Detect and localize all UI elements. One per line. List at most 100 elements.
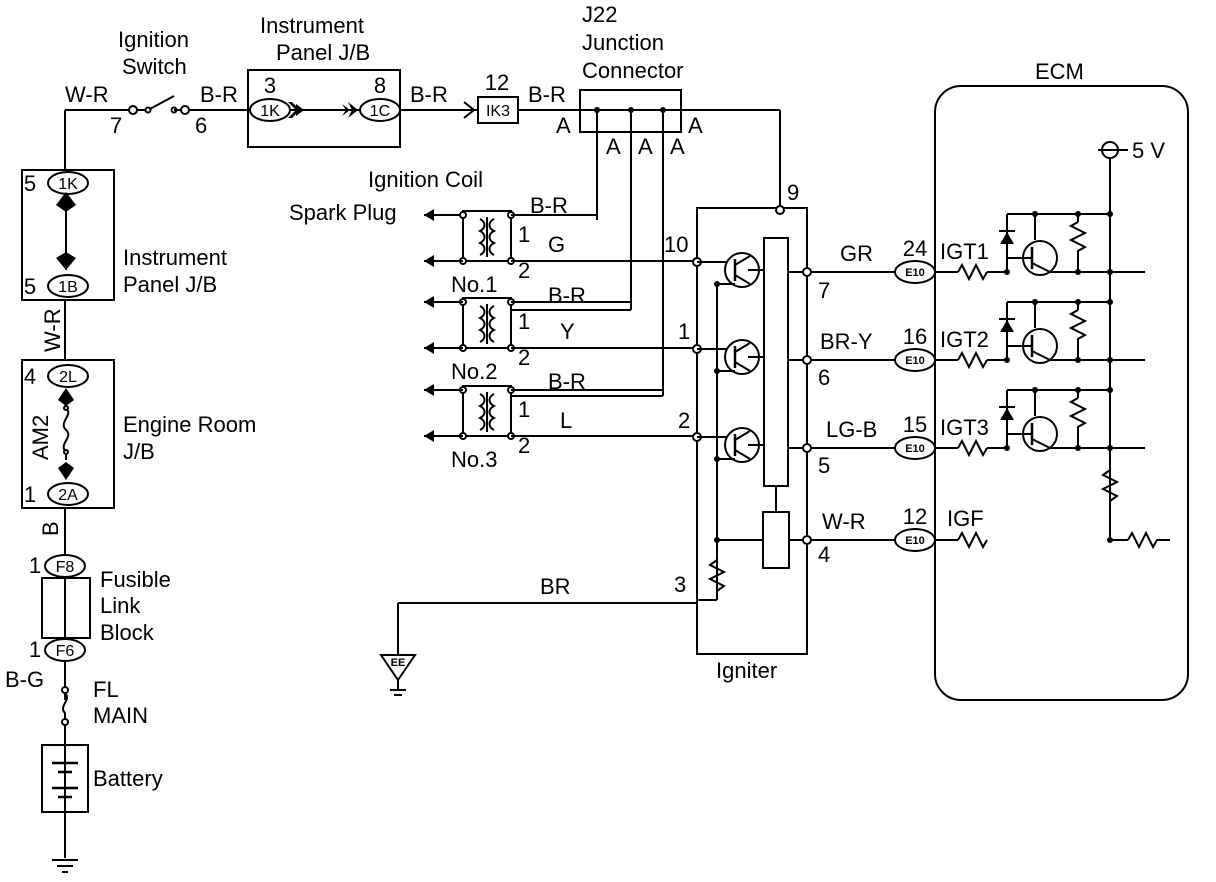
pin-6-switch: 6: [195, 113, 207, 138]
pin-8-ip: 8: [374, 73, 386, 98]
ignition-switch-terminal-7: [128, 105, 138, 115]
pin-1-f6: 1: [29, 637, 41, 662]
ecm-input-resistor-icon: [957, 350, 988, 370]
ecm-pin-number: 12: [903, 504, 927, 529]
pin-5-top: 5: [24, 171, 36, 196]
wire-br-a-label: B-R: [200, 82, 238, 107]
connector-f6-label: F6: [56, 643, 75, 660]
coil-secondary-icon: [488, 218, 497, 256]
arrow-up-icon: [56, 192, 76, 212]
ignition-coil-label: Ignition Coil: [368, 167, 483, 192]
ignition-switch-contact-icon: [147, 95, 175, 111]
igf-pullup-resistor-icon: [1100, 469, 1120, 502]
pin-5-bottom: 5: [24, 274, 36, 299]
j22-line2: Junction: [582, 30, 664, 55]
ecm-input-resistor-icon: [957, 262, 988, 282]
coil-pin-2: 2: [518, 433, 530, 458]
ecm-pin-number: 16: [903, 324, 927, 349]
fl-main-line2: MAIN: [93, 703, 148, 728]
coil-number-label: No.1: [451, 272, 497, 297]
wire-br-coil1-label: B-R: [530, 193, 568, 218]
pin-9-ig: 9: [787, 180, 799, 205]
connector-arrow-right-icon: [342, 102, 358, 118]
coil-pin-1: 1: [518, 309, 530, 334]
ignition-coil-3: 1 2No.3: [424, 384, 697, 472]
coil-number-label: No.2: [451, 359, 497, 384]
fusible-line2: Link: [100, 593, 141, 618]
wire-br-coil2-label: B-R: [548, 283, 586, 308]
ecm-label: ECM: [1035, 59, 1084, 84]
ipjb-top-line1: Instrument: [260, 13, 364, 38]
connector-1k-top-label: 1K: [260, 103, 280, 120]
pin-1-er: 1: [24, 482, 36, 507]
diode-icon: [1000, 232, 1014, 244]
wire-g-label: G: [548, 232, 565, 257]
coil-number-label: No.3: [451, 447, 497, 472]
pin-1-ig: 1: [678, 319, 690, 344]
ecm-pullup-resistor-icon: [1068, 309, 1088, 360]
ground-ee-label: EE: [391, 657, 406, 669]
signal-igt2-label: IGT2: [940, 327, 989, 352]
connector-e10-label: E10: [905, 355, 925, 367]
igniter-resistor-icon: [707, 559, 727, 600]
j22-pin-a3: A: [606, 134, 621, 159]
wire-y-label: Y: [560, 319, 575, 344]
ipjb-top-line2: Panel J/B: [276, 40, 370, 65]
coil-primary-icon: [477, 305, 486, 343]
fusible-line3: Block: [100, 620, 155, 645]
connector-1k-left-label: 1K: [58, 176, 78, 193]
igniter-transistor-3: [692, 427, 764, 463]
signal-igf-label: IGF: [947, 506, 984, 531]
ecm-driver-1: [987, 211, 1145, 276]
fuse-am2-icon: [62, 407, 70, 460]
coil-primary-icon: [477, 218, 486, 256]
arrow-up-er-icon: [58, 388, 74, 406]
fl-main-fuse-icon: [62, 692, 68, 722]
ecm-box: [934, 85, 1189, 701]
connector-1b-label: 1B: [58, 279, 78, 296]
wire-br-coil3-label: B-R: [548, 369, 586, 394]
wire-label: BR-Y: [820, 329, 873, 354]
j22-line1: J22: [582, 2, 617, 27]
igniter-ic: [763, 237, 789, 487]
wire-label: W-R: [822, 509, 866, 534]
connector-1k-left: [47, 171, 89, 195]
j22-pin-a1: A: [556, 113, 571, 138]
pin-5-ig: 5: [818, 453, 830, 478]
pin-3-ig: 3: [674, 572, 686, 597]
pin-10-ig: 10: [664, 232, 688, 257]
ecm-input-resistor-icon: [957, 530, 988, 550]
pin-4-ig: 4: [818, 542, 830, 567]
j22-pin-a5: A: [670, 134, 685, 159]
diode-icon: [1000, 408, 1014, 420]
diode-icon: [1000, 320, 1014, 332]
connector-f8-label: F8: [56, 559, 75, 576]
ipjb-left-line2: Panel J/B: [123, 272, 217, 297]
engine-room-jb-line1: Engine Room: [123, 412, 256, 437]
ipjb-left-line1: Instrument: [123, 245, 227, 270]
pin-7-ig: 7: [818, 278, 830, 303]
connector-e10-label: E10: [905, 443, 925, 455]
ecm: ECM 5 V IGF: [934, 59, 1189, 701]
connector-e10-label: E10: [905, 535, 925, 547]
spark-plug-label: Spark Plug: [289, 200, 397, 225]
connector-2a: [47, 482, 89, 506]
ecm-pullup-resistor-icon: [1068, 397, 1088, 448]
pin-1-f8: 1: [29, 553, 41, 578]
signal-igt1-label: IGT1: [940, 239, 989, 264]
j22-line3: Connector: [582, 58, 684, 83]
wire-label: LG-B: [826, 417, 877, 442]
igniter-transistor-2: [692, 339, 764, 375]
ecm-input-resistor-icon: [957, 438, 988, 458]
coil-pin-1: 1: [518, 397, 530, 422]
ecm-driver-3: [987, 387, 1145, 452]
engine-room-jb-line2: J/B: [123, 439, 155, 464]
fusible-line1: Fusible: [100, 567, 171, 592]
